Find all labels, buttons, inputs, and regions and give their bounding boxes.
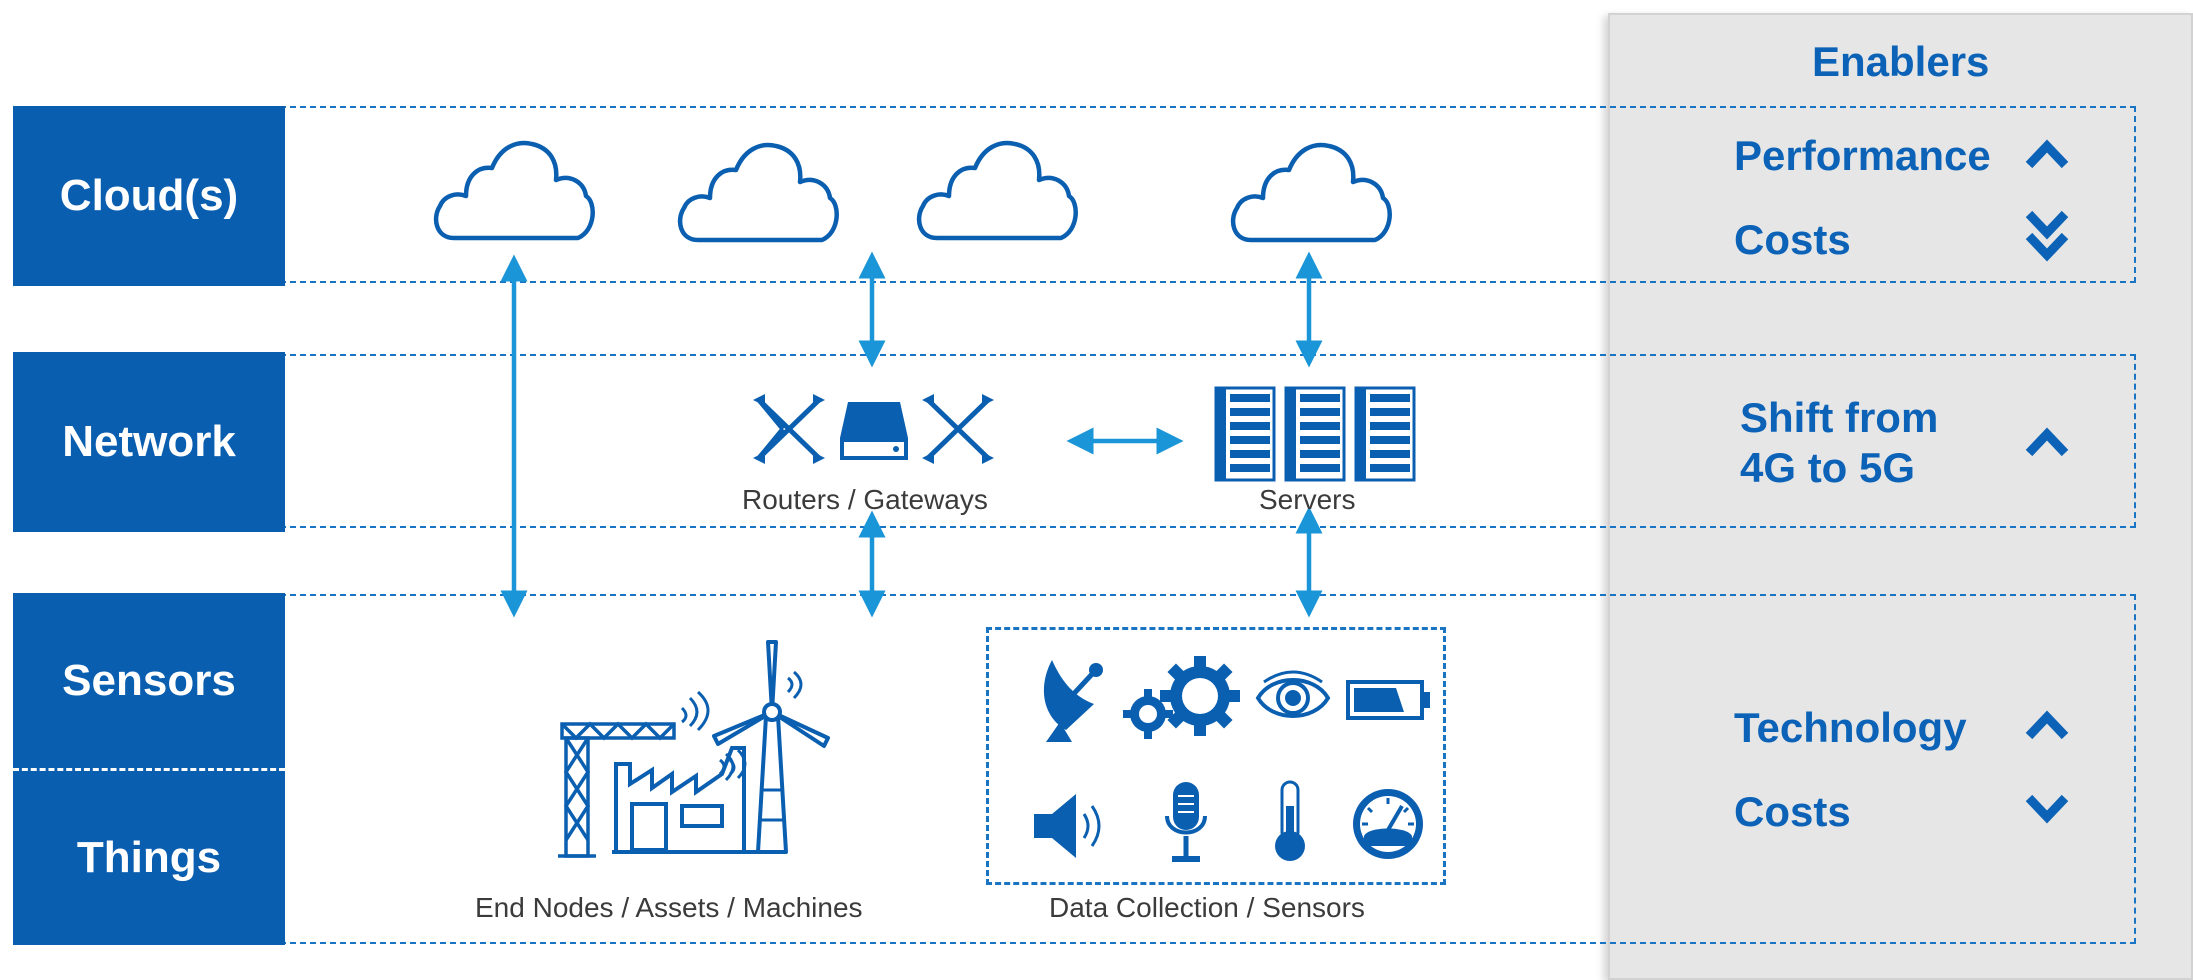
layer-cloud: Cloud(s) xyxy=(13,106,285,286)
speaker-icon xyxy=(1034,794,1101,858)
enabler-shift-line2: 4G to 5G xyxy=(1740,444,1916,491)
enablers-title: Enablers xyxy=(1812,38,1990,85)
double-chevron-down-icon xyxy=(2025,210,2069,262)
enabler-cloud-costs: Costs xyxy=(1734,216,1851,263)
layer-sensors-label: Sensors xyxy=(62,655,236,705)
microphone-icon xyxy=(1165,782,1207,862)
enabler-shift-line1: Shift from xyxy=(1740,394,1939,441)
cloud-icon xyxy=(1230,142,1392,243)
router-icon xyxy=(753,394,825,464)
layer-network-label: Network xyxy=(62,417,236,466)
chevron-up-icon xyxy=(2025,427,2069,457)
enabler-sensor-costs: Costs xyxy=(1734,788,1851,835)
layer-sensors-things: Sensors Things xyxy=(13,593,285,945)
server-rack-icon xyxy=(1214,386,1416,482)
thermometer-icon xyxy=(1275,780,1305,861)
caption-routers: Routers / Gateways xyxy=(742,484,988,515)
enablers-panel xyxy=(1608,13,2193,980)
enabler-technology: Technology xyxy=(1734,704,1967,751)
gauge-icon xyxy=(1353,789,1423,859)
chevron-up-icon xyxy=(2025,710,2069,740)
factory-icon xyxy=(612,746,758,854)
cloud-icon xyxy=(433,140,595,241)
gateway-icon xyxy=(840,402,908,460)
caption-servers: Servers xyxy=(1259,484,1356,515)
layer-network: Network xyxy=(13,352,285,532)
wind-turbine-icon xyxy=(712,640,830,854)
gears-icon xyxy=(1123,656,1240,739)
chevron-down-icon xyxy=(2025,794,2069,824)
layer-divider xyxy=(13,768,285,771)
router-icon xyxy=(922,394,994,464)
eye-icon xyxy=(1255,670,1331,718)
enabler-performance: Performance xyxy=(1734,132,1991,179)
sensors-box xyxy=(986,627,1446,885)
satellite-dish-icon xyxy=(1043,660,1103,742)
cloud-icon xyxy=(916,140,1078,241)
chevron-up-icon xyxy=(2025,139,2069,169)
layer-cloud-label: Cloud(s) xyxy=(59,171,239,220)
wifi-signal-icon xyxy=(680,690,710,732)
cloud-icon xyxy=(677,142,839,243)
battery-icon xyxy=(1346,680,1430,720)
crane-icon xyxy=(558,721,676,858)
caption-end-nodes: End Nodes / Assets / Machines xyxy=(475,892,863,923)
wifi-signal-icon xyxy=(728,748,747,780)
layer-things-label: Things xyxy=(76,833,222,882)
caption-data-collection: Data Collection / Sensors xyxy=(1049,892,1365,923)
